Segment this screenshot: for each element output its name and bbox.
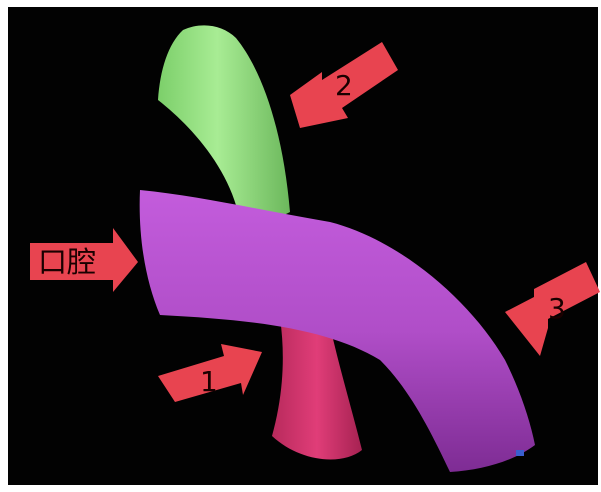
arrow-oral-label: 口腔 bbox=[38, 245, 96, 279]
arrow-3-label: 3 bbox=[548, 292, 566, 325]
arrow-1-label: 1 bbox=[200, 365, 218, 398]
arrow-2-label: 2 bbox=[335, 69, 353, 102]
purple-tube-end-cap bbox=[516, 450, 524, 456]
